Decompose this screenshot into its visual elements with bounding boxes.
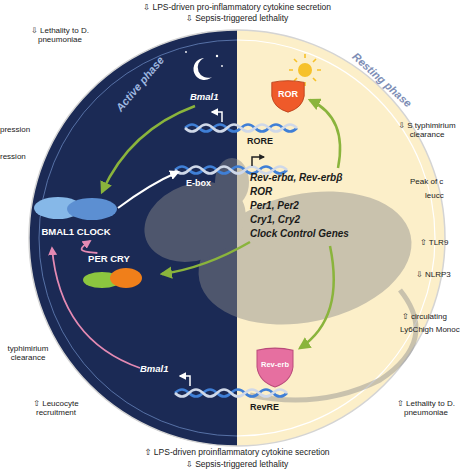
effect-note: ⇧ circulating [402, 312, 474, 321]
protein-complex: BMAL1 CLOCK [30, 195, 122, 241]
translation-arrow [300, 246, 334, 348]
dna-strand [175, 390, 287, 397]
effect-note: ⇧ TLR9 [420, 238, 474, 247]
mouse-ear [215, 158, 249, 206]
promoter-arrow [252, 157, 264, 166]
promoter-arrow [180, 376, 190, 386]
inhibition-arrow [82, 241, 98, 253]
effect-note: Peak of c [410, 177, 474, 186]
effect-note: ression [0, 152, 60, 161]
element-name: E-box [186, 178, 226, 188]
node-text: Rev-erb [255, 360, 295, 369]
clock-rim [29, 30, 445, 446]
translation-arrow [310, 100, 340, 168]
dna-strand [185, 125, 297, 132]
gene-name: Clock Control Genes [250, 228, 365, 240]
gene-name: Bmal1 [190, 92, 230, 103]
binding-arrow [118, 172, 178, 208]
effect-note: ⇩ Lethality to D. pneumoniae [12, 26, 108, 44]
gene-name: ROR [250, 186, 360, 198]
dna-revre [175, 390, 287, 397]
effect-note: ⇧ Leucocyte recruitment [14, 399, 98, 417]
effect-note: ⇩ Sepsis-triggered lethality [0, 14, 474, 24]
star [221, 65, 223, 67]
mouse-tail [250, 290, 416, 400]
effect-note: ⇧ Lethality to D. pneumoniae [380, 399, 472, 417]
gene-name: Bmal1 [140, 364, 180, 375]
gene-name: Per1, Per2 [250, 200, 360, 212]
star [216, 55, 218, 57]
effect-note: typhimirium clearance [2, 344, 54, 362]
receptor-shield: ROR [270, 79, 306, 113]
effect-note: leucc [425, 191, 474, 200]
effect-note: pression [0, 125, 60, 134]
effect-note: ⇩ NLRP3 [416, 270, 474, 279]
effect-note: ⇧ LPS-driven proinflammatory cytokine se… [0, 448, 474, 458]
node-text: PER CRY [60, 253, 158, 264]
moon-crescent [193, 58, 212, 80]
dna-strand [175, 390, 287, 397]
effect-note: ⇩ Sepsis-triggered lethality [0, 460, 474, 470]
dna-rore [185, 125, 297, 132]
effect-note: ⇩ LPS-driven pro-inflammatory cytokine s… [0, 3, 474, 13]
cry-oval [110, 268, 142, 288]
element-name: RevRE [250, 402, 290, 412]
dna-strand [185, 125, 297, 132]
clock-oval [67, 198, 117, 220]
effect-note: ⇩ S typhimirium clearance [383, 121, 471, 139]
sun-disc [298, 63, 312, 77]
mouse-silhouette [133, 158, 424, 400]
protein-complex: PER CRY [60, 253, 158, 291]
promoter-arrow [212, 112, 222, 122]
node-text: ROR [270, 89, 306, 99]
effect-note: Ly6Chigh Monoc [400, 325, 474, 334]
node-text: BMAL1 CLOCK [30, 226, 122, 237]
receptor-shield: Rev-erb [255, 346, 295, 388]
resting-phase-half [237, 30, 445, 446]
moon-icon [185, 51, 223, 80]
element-name: RORE [247, 136, 287, 146]
translation-arrow [102, 106, 195, 192]
feedback-arrow [52, 248, 140, 368]
gene-name: Cry1, Cry2 [250, 214, 360, 226]
star [185, 51, 187, 53]
translation-arrow [162, 242, 250, 274]
gene-name: Rev-erbα, Rev-erbβ [250, 172, 360, 184]
